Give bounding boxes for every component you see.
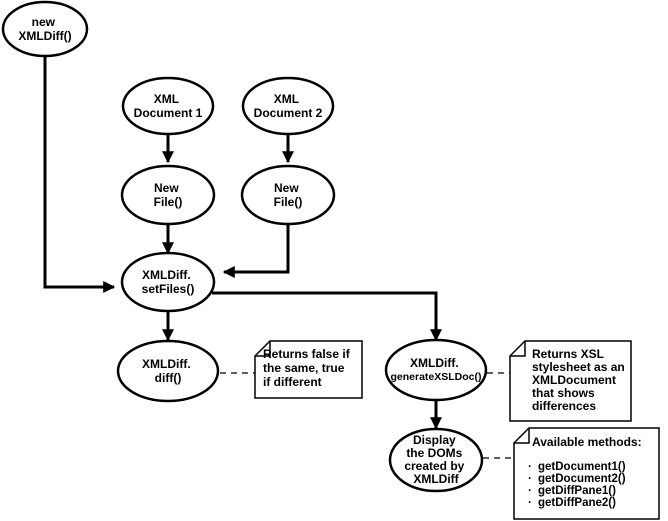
label-generate-xsl-doc: XMLDiff. generateXSLDoc() [390,356,481,383]
method-item: getDocument1() [538,461,626,473]
node-diff [116,339,220,403]
note-methods-fold [514,428,530,444]
notes [254,340,660,520]
method-item: getDiffPane2() [538,497,616,509]
note-diff-fold [255,341,271,357]
label-xml-document-2: XML Document 2 [254,92,323,120]
note-methods-title: Available methods: [532,435,642,449]
node-xml-document-1 [121,76,215,136]
method-item: getDocument2() [538,473,626,485]
label-new-file-2: New File() [274,181,303,209]
methods-list: · getDocument1() · getDocument2() · getD… [528,461,626,509]
label-xml-document-1: XML Document 1 [134,92,203,120]
label-display-doms: Display the DOMs created by XMLDiff [404,433,467,486]
note-labels: Returns false if the same, true if diffe… [263,347,642,509]
label-new-file-1: New File() [154,181,183,209]
label-setfiles: XMLDiff. setFiles() [142,268,195,296]
arrow-file2-to-setfiles [222,224,290,278]
node-new-file-1 [120,164,216,226]
node-generate-xsl-doc [384,338,488,402]
note-diff-box [254,340,363,399]
node-new-file-2 [240,164,336,226]
note-generate-box [509,340,632,422]
method-bullet: · [528,473,532,485]
note-generate-text: Returns XSL stylesheet as an XMLDocument… [532,347,628,413]
note-leaders [220,372,514,459]
node-new-xmldiff [1,0,89,58]
method-bullet: · [528,461,532,473]
method-item: getDiffPane1() [538,485,616,497]
arrow-setfiles-to-generate [212,291,442,342]
note-diff-text: Returns false if the same, true if diffe… [263,347,353,389]
method-bullet: · [528,497,532,509]
node-xml-document-2 [241,76,335,136]
nodes [1,0,488,493]
node-labels: new XMLDiff() XML Document 1 XML Documen… [18,15,481,486]
method-bullet: · [528,485,532,497]
label-new-xmldiff: new XMLDiff() [18,15,71,43]
arrow-new-to-setfiles [43,57,116,293]
node-setfiles [120,251,216,313]
node-display-doms [388,427,484,493]
note-methods-box [513,427,660,520]
label-diff: XMLDiff. diff() [142,357,194,385]
connectors [43,57,442,430]
note-generate-fold [510,341,526,357]
